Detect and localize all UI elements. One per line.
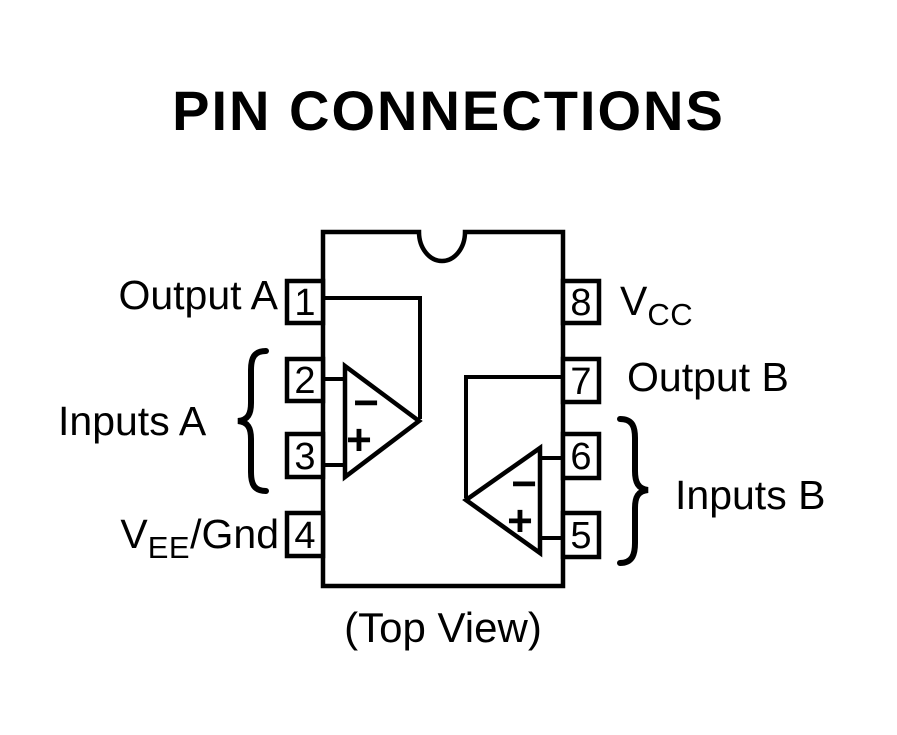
opamp-b-triangle: [462, 443, 543, 558]
wire-output-a: [323, 296, 422, 419]
pin-number-4: 4: [294, 515, 315, 557]
opamp-a-triangle: [342, 361, 423, 482]
inputs-a-label: Inputs A: [58, 398, 207, 444]
pin-box-7: [560, 356, 602, 405]
vee-main-text: V: [120, 511, 148, 557]
inputs-a-brace: [237, 348, 269, 494]
opamp-a-noninverting-input-icon: +: [346, 416, 372, 465]
pin-box-8: [560, 278, 602, 326]
pin-box-1: [284, 278, 326, 326]
pin-number-5: 5: [570, 515, 591, 557]
opamp-b-inverting-input-icon: −: [511, 460, 537, 509]
pin-number-3: 3: [294, 436, 315, 478]
gnd-text: /Gnd: [190, 511, 279, 557]
opamp-b-noninverting-input-icon: +: [507, 497, 533, 546]
output-b-label: Output B: [627, 354, 789, 400]
vcc-label: VCC: [620, 279, 693, 337]
inputs-b-label: Inputs B: [675, 472, 826, 518]
pin-number-2: 2: [294, 360, 315, 402]
pin-box-5: [560, 510, 602, 560]
vcc-main-text: V: [620, 278, 648, 324]
pin-number-1: 1: [294, 282, 315, 324]
vee-subscript-text: EE: [147, 530, 191, 565]
vcc-subscript-text: CC: [647, 297, 694, 332]
pin-number-7: 7: [570, 361, 591, 403]
diagram-title: PIN CONNECTIONS: [172, 79, 725, 142]
opamp-a-inverting-input-icon: −: [353, 379, 379, 428]
pin-number-6: 6: [570, 436, 591, 478]
pin-box-3: [284, 431, 326, 480]
top-view-caption: (Top View): [344, 604, 542, 651]
wire-output-b: [464, 375, 563, 498]
vee-gnd-label: VEE/Gnd: [60, 512, 279, 570]
pin-number-8: 8: [570, 282, 591, 324]
pin-box-4: [284, 510, 326, 559]
output-a-label: Output A: [118, 272, 278, 318]
inputs-b-brace: [617, 416, 649, 566]
